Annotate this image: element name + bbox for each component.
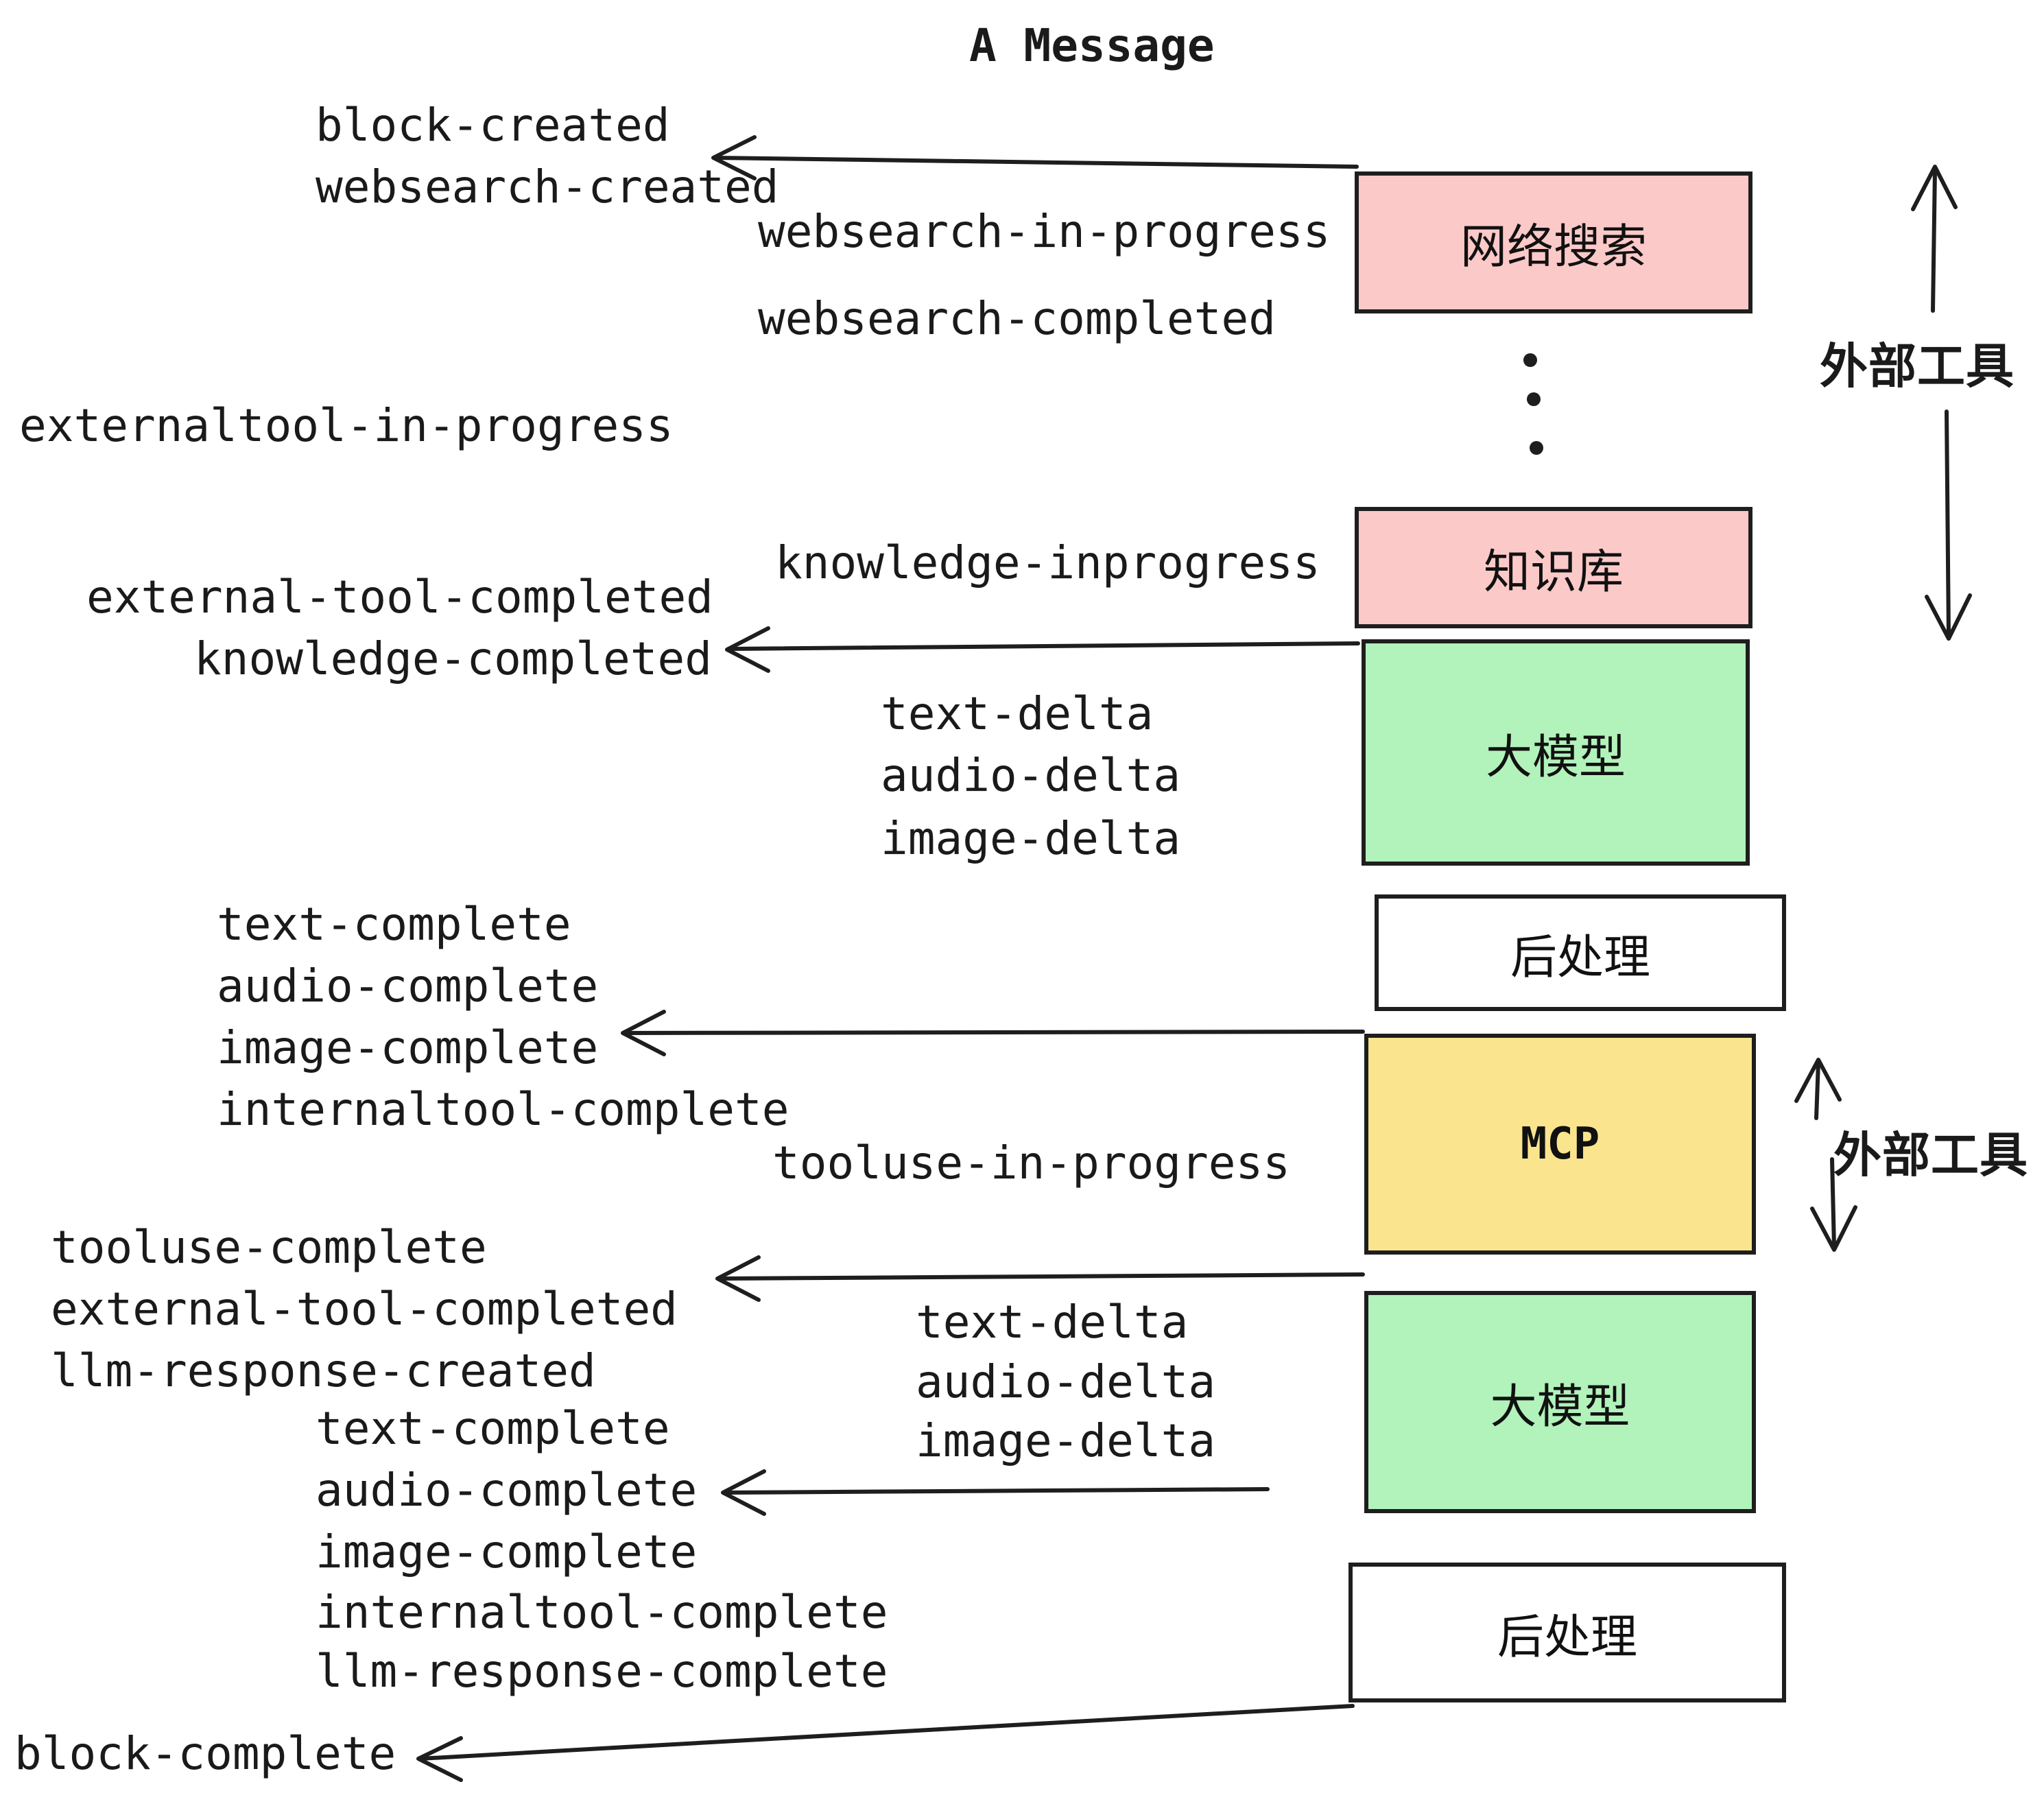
external-tools-down-arrow-1 — [1925, 410, 1972, 641]
event-block-complete: block-complete — [14, 1727, 396, 1780]
event-image-delta-1: image-delta — [881, 812, 1181, 865]
event-internaltool-complete-1: internaltool-complete — [217, 1083, 789, 1136]
event-image-delta-2: image-delta — [916, 1414, 1216, 1467]
event-tooluse-complete: tooluse-complete — [51, 1221, 487, 1274]
event-block-created: block-created — [316, 99, 670, 152]
ellipsis-dots — [1523, 353, 1543, 455]
event-image-complete-1: image-complete — [217, 1021, 599, 1074]
event-audio-complete-2: audio-complete — [316, 1464, 698, 1517]
event-websearch-completed: websearch-completed — [758, 292, 1276, 345]
event-internaltool-complete-2: internaltool-complete — [316, 1586, 888, 1639]
external-tools-label-1: 外部工具 — [1820, 338, 2015, 394]
event-image-complete-2: image-complete — [316, 1526, 698, 1578]
event-audio-complete-1: audio-complete — [217, 960, 599, 1012]
box-llm-2: 大模型 — [1364, 1291, 1756, 1513]
box-mcp: MCP — [1364, 1034, 1756, 1255]
event-external-tool-completed-1: external-tool-completed — [86, 571, 713, 624]
event-knowledge-inprogress: knowledge-inprogress — [775, 536, 1320, 589]
event-text-complete-2: text-complete — [316, 1402, 670, 1455]
event-externaltool-in-progress: externaltool-in-progress — [19, 399, 674, 452]
arrow-to-image-complete — [621, 1010, 1365, 1056]
box-websearch: 网络搜索 — [1355, 171, 1752, 313]
arrow-to-audio-complete — [721, 1469, 1270, 1516]
event-audio-delta-2: audio-delta — [916, 1355, 1216, 1408]
arrow-to-external-tool-completed — [715, 1255, 1365, 1302]
event-llm-response-created: llm-response-created — [51, 1344, 596, 1397]
event-llm-response-complete: llm-response-complete — [316, 1645, 888, 1698]
event-websearch-in-progress: websearch-in-progress — [758, 205, 1331, 258]
diagram-title: A Message — [969, 19, 1215, 72]
event-tooluse-in-progress: tooluse-in-progress — [772, 1137, 1290, 1189]
event-text-complete-1: text-complete — [217, 898, 571, 951]
external-tools-up-arrow-2 — [1794, 1058, 1842, 1120]
external-tools-label-2: 外部工具 — [1833, 1127, 2028, 1183]
box-llm-1: 大模型 — [1362, 639, 1750, 866]
event-knowledge-completed: knowledge-completed — [194, 632, 712, 685]
arrow-to-block-complete — [416, 1704, 1355, 1782]
external-tools-down-arrow-2 — [1810, 1157, 1857, 1252]
arrow-to-knowledge-completed — [725, 626, 1360, 673]
box-postprocess-1: 后处理 — [1375, 894, 1786, 1011]
arrow-to-websearch-created — [711, 135, 1359, 180]
box-postprocess-2: 后处理 — [1348, 1563, 1786, 1702]
event-external-tool-completed-2: external-tool-completed — [51, 1283, 678, 1336]
event-text-delta-1: text-delta — [881, 687, 1154, 740]
external-tools-up-arrow-1 — [1911, 165, 1958, 313]
event-text-delta-2: text-delta — [916, 1296, 1189, 1349]
event-websearch-created: websearch-created — [316, 161, 779, 213]
event-audio-delta-1: audio-delta — [881, 749, 1181, 802]
box-knowledge: 知识库 — [1355, 507, 1752, 628]
